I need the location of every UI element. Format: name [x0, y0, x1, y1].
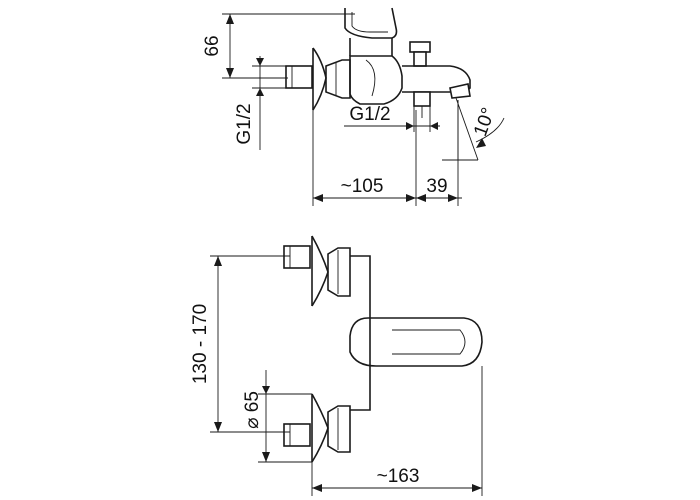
body-neck: [349, 38, 393, 56]
dim-outlet-thread-label: G1/2: [349, 104, 390, 125]
dim-centres: 130 - 170: [190, 255, 290, 433]
body-bar: [350, 255, 371, 411]
mixer-body: [349, 55, 403, 105]
handle-lever: [344, 7, 398, 39]
dim-height-label: 66: [202, 35, 223, 56]
dim-rosette-label: ⌀ 65: [242, 391, 263, 429]
inlet-pipe: [285, 65, 313, 89]
lever-handle-slot: [392, 329, 466, 355]
coupling-nut: [325, 59, 351, 99]
dim-inlet-thread: G1/2: [234, 56, 288, 150]
lever-handle: [349, 317, 483, 367]
dim-depth-label: ~105: [341, 176, 384, 197]
handle-lever-inner: [351, 12, 388, 33]
dim-inlet-thread-label: G1/2: [234, 103, 255, 144]
diverter-knob-cap: [409, 41, 431, 53]
side-elevation-view: 66 G1/2 G1/2: [202, 7, 505, 206]
dim-width: ~163: [311, 366, 483, 496]
inlet-rosette: [312, 47, 327, 111]
dim-rosette: ⌀ 65: [242, 370, 312, 463]
upper-nut: [327, 247, 351, 297]
spout-tip: [449, 83, 471, 99]
dim-spout-angle: 10°: [442, 97, 505, 161]
upper-rosette: [311, 235, 329, 307]
dim-height: 66: [202, 13, 355, 79]
lower-nut: [327, 405, 351, 453]
lower-inlet-pipe: [283, 423, 311, 447]
upper-inlet-pipe: [283, 245, 311, 269]
body-curve: [365, 59, 376, 97]
dim-width-label: ~163: [377, 466, 420, 487]
shower-outlet: [413, 91, 431, 107]
diverter-knob-stem: [413, 51, 427, 67]
dim-spout-angle-label: 10°: [470, 105, 500, 139]
dim-outlet-thread: G1/2: [344, 104, 440, 132]
dim-centres-label: 130 - 170: [190, 304, 211, 384]
dim-spout-offset-label: 39: [426, 176, 447, 197]
front-elevation-view: 130 - 170 ⌀ 65 ~163: [190, 235, 483, 496]
lower-rosette: [311, 393, 329, 463]
